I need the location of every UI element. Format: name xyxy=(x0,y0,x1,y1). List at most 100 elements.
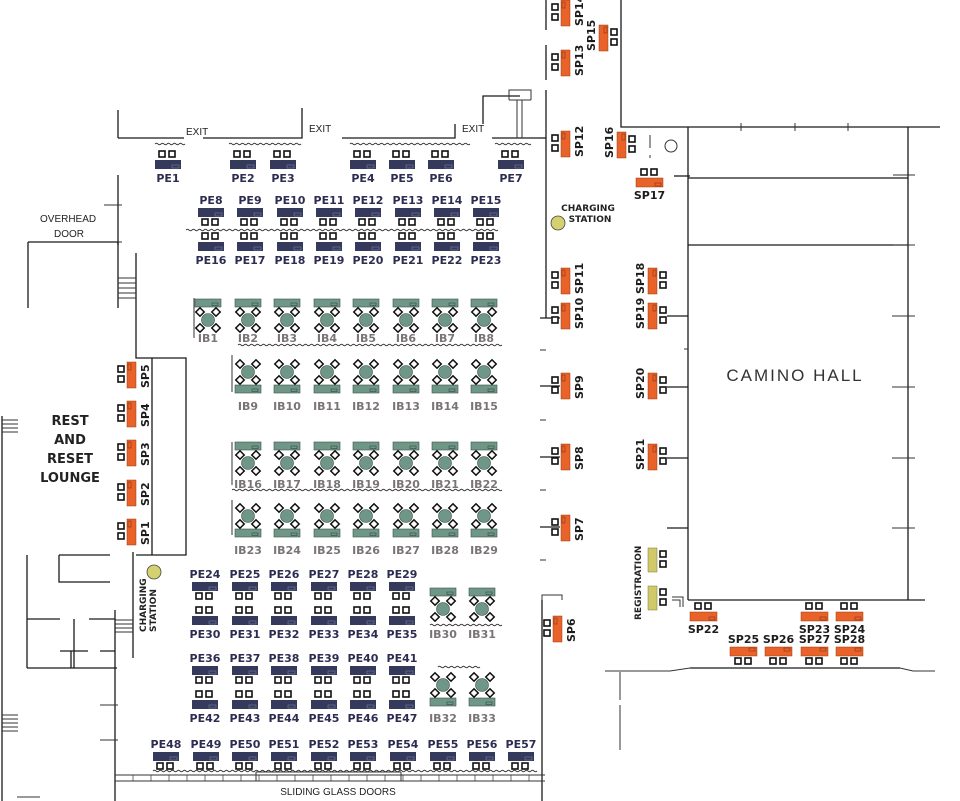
booth-ib1[interactable]: IB1 xyxy=(194,298,222,345)
booth-pe36[interactable]: PE36 xyxy=(190,652,221,684)
booth-pe17[interactable]: PE17 xyxy=(235,232,266,267)
booth-pe4[interactable]: PE4 xyxy=(350,150,376,185)
booth-pe18[interactable]: PE18 xyxy=(275,232,306,267)
booth-sp24[interactable]: SP24 xyxy=(834,602,866,636)
booth-ib26[interactable]: IB26 xyxy=(352,502,380,557)
booth-ib14[interactable]: IB14 xyxy=(431,358,459,413)
booth-pe42[interactable]: PE42 xyxy=(190,690,221,725)
booth-pe39[interactable]: PE39 xyxy=(309,652,340,684)
charging-station-icon[interactable] xyxy=(550,215,566,231)
booth-sp14[interactable]: SP14 xyxy=(551,0,586,27)
charging-station-icon[interactable] xyxy=(146,564,162,580)
booth-pe20[interactable]: PE20 xyxy=(353,232,384,267)
booth-ib32[interactable]: IB32 xyxy=(429,671,457,725)
booth-sp9[interactable]: SP9 xyxy=(551,372,586,400)
booth-pe22[interactable]: PE22 xyxy=(432,232,463,267)
booth-pe15[interactable]: PE15 xyxy=(471,194,502,226)
booth-sp4[interactable]: SP4 xyxy=(117,400,152,428)
booth-pe24[interactable]: PE24 xyxy=(190,568,221,600)
booth-sp8[interactable]: SP8 xyxy=(551,443,586,471)
booth-pe21[interactable]: PE21 xyxy=(393,232,424,267)
booth-ib13[interactable]: IB13 xyxy=(392,358,420,413)
booth-pe31[interactable]: PE31 xyxy=(230,606,261,641)
booth-sp5[interactable]: SP5 xyxy=(117,361,152,389)
booth-pe53[interactable]: PE53 xyxy=(348,738,379,770)
booth-sp18[interactable]: SP18 xyxy=(634,263,667,295)
booth-ib28[interactable]: IB28 xyxy=(431,502,459,557)
booth-sp15[interactable]: SP15 xyxy=(585,20,618,52)
booth-ib17[interactable]: IB17 xyxy=(273,441,301,491)
booth-pe27[interactable]: PE27 xyxy=(309,568,340,600)
booth-sp11[interactable]: SP11 xyxy=(551,263,586,295)
booth-pe5[interactable]: PE5 xyxy=(389,150,415,185)
booth-pe3[interactable]: PE3 xyxy=(270,150,296,185)
booth-sp6[interactable]: SP6 xyxy=(543,615,578,643)
booth-ib11[interactable]: IB11 xyxy=(313,358,341,413)
booth-pe56[interactable]: PE56 xyxy=(467,738,498,770)
booth-pe6[interactable]: PE6 xyxy=(428,150,454,185)
booth-sp17[interactable]: SP17 xyxy=(634,168,665,202)
booth-sp10[interactable]: SP10 xyxy=(551,297,586,330)
booth-pe9[interactable]: PE9 xyxy=(237,194,263,226)
booth-sp21[interactable]: SP21 xyxy=(634,439,667,471)
registration-table-1[interactable] xyxy=(647,547,667,573)
booth-pe44[interactable]: PE44 xyxy=(269,690,300,725)
booth-ib3[interactable]: IB3 xyxy=(273,298,301,345)
booth-pe30[interactable]: PE30 xyxy=(190,606,221,641)
booth-sp27[interactable]: SP27 xyxy=(799,633,830,665)
booth-sp1[interactable]: SP1 xyxy=(117,518,152,546)
booth-ib27[interactable]: IB27 xyxy=(392,502,420,557)
booth-pe41[interactable]: PE41 xyxy=(387,652,418,684)
booth-ib12[interactable]: IB12 xyxy=(352,358,380,413)
booth-pe50[interactable]: PE50 xyxy=(230,738,261,770)
booth-pe16[interactable]: PE16 xyxy=(196,232,227,267)
booth-pe12[interactable]: PE12 xyxy=(353,194,384,226)
booth-pe34[interactable]: PE34 xyxy=(348,606,379,641)
booth-ib6[interactable]: IB6 xyxy=(392,298,420,345)
booth-ib2[interactable]: IB2 xyxy=(234,298,262,345)
booth-pe52[interactable]: PE52 xyxy=(309,738,340,770)
booth-sp16[interactable]: SP16 xyxy=(603,126,636,159)
booth-ib7[interactable]: IB7 xyxy=(431,298,459,345)
booth-ib18[interactable]: IB18 xyxy=(313,441,341,491)
booth-sp28[interactable]: SP28 xyxy=(834,633,865,665)
booth-pe8[interactable]: PE8 xyxy=(198,194,224,226)
booth-pe33[interactable]: PE33 xyxy=(309,606,340,641)
booth-sp23[interactable]: SP23 xyxy=(799,602,830,636)
booth-sp22[interactable]: SP22 xyxy=(688,602,719,636)
booth-sp7[interactable]: SP7 xyxy=(551,514,586,542)
booth-ib5[interactable]: IB5 xyxy=(352,298,380,345)
booth-pe7[interactable]: PE7 xyxy=(498,150,524,185)
booth-ib29[interactable]: IB29 xyxy=(470,502,498,557)
booth-pe13[interactable]: PE13 xyxy=(393,194,424,226)
booth-ib20[interactable]: IB20 xyxy=(392,441,420,491)
booth-ib22[interactable]: IB22 xyxy=(470,441,498,491)
booth-pe10[interactable]: PE10 xyxy=(275,194,306,226)
booth-sp19[interactable]: SP19 xyxy=(634,298,667,330)
booth-ib31[interactable]: IB31 xyxy=(468,587,496,641)
booth-ib10[interactable]: IB10 xyxy=(273,358,301,413)
booth-sp3[interactable]: SP3 xyxy=(117,439,152,467)
booth-pe48[interactable]: PE48 xyxy=(151,738,182,770)
booth-pe54[interactable]: PE54 xyxy=(388,738,419,770)
booth-pe23[interactable]: PE23 xyxy=(471,232,502,267)
booth-pe1[interactable]: PE1 xyxy=(155,150,181,185)
booth-pe38[interactable]: PE38 xyxy=(269,652,300,684)
booth-pe40[interactable]: PE40 xyxy=(348,652,379,684)
booth-pe32[interactable]: PE32 xyxy=(269,606,300,641)
registration-table-2[interactable] xyxy=(647,585,667,611)
booth-sp2[interactable]: SP2 xyxy=(117,479,152,507)
booth-pe26[interactable]: PE26 xyxy=(269,568,300,600)
booth-pe28[interactable]: PE28 xyxy=(348,568,379,600)
booth-pe14[interactable]: PE14 xyxy=(432,194,463,226)
booth-pe49[interactable]: PE49 xyxy=(191,738,222,770)
booth-pe35[interactable]: PE35 xyxy=(387,606,418,641)
booth-pe55[interactable]: PE55 xyxy=(428,738,459,770)
booth-ib15[interactable]: IB15 xyxy=(470,358,498,413)
booth-ib16[interactable]: IB16 xyxy=(234,441,262,491)
booth-pe51[interactable]: PE51 xyxy=(269,738,300,770)
booth-ib24[interactable]: IB24 xyxy=(273,502,301,557)
booth-pe37[interactable]: PE37 xyxy=(230,652,261,684)
booth-sp26[interactable]: SP26 xyxy=(763,633,795,665)
booth-pe43[interactable]: PE43 xyxy=(230,690,261,725)
